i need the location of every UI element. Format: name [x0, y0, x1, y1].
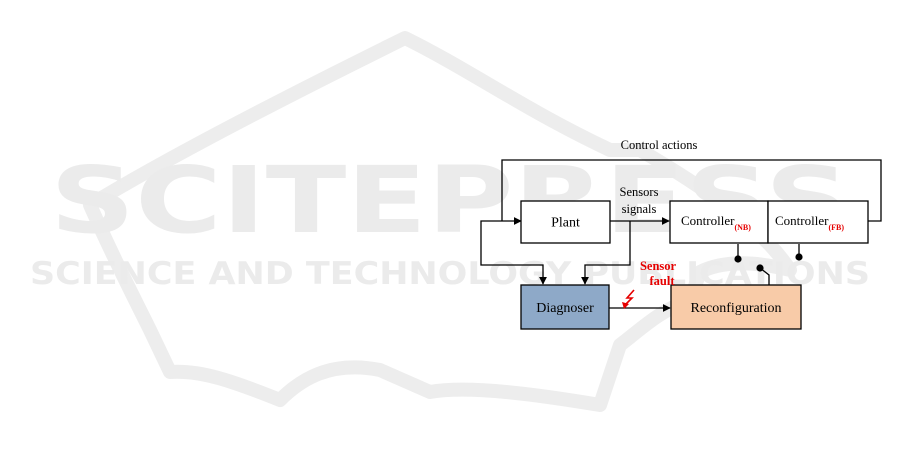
controller-fb-block: Controller(FB) [768, 201, 868, 243]
fault-lightning-icon [625, 290, 634, 305]
plant-block: Plant [521, 201, 610, 243]
sensor-fault-label-line2: fault [650, 274, 676, 288]
sensor-fault-label-line1: Sensor [640, 259, 677, 273]
reconfiguration-label: Reconfiguration [691, 301, 782, 316]
controller-nb-block: Controller(NB) [670, 201, 768, 243]
control-actions-label: Control actions [621, 138, 698, 152]
sensors-signals-label-line2: signals [622, 202, 657, 216]
plant-label: Plant [551, 216, 580, 231]
switch-contact-nb [734, 255, 741, 262]
sensors-signals-label-line1: Sensors [620, 185, 659, 199]
diagnoser-label: Diagnoser [536, 301, 594, 316]
reconfiguration-block: Reconfiguration [671, 285, 801, 329]
diagnoser-block: Diagnoser [521, 285, 609, 329]
switch-contact-fb [795, 253, 802, 260]
